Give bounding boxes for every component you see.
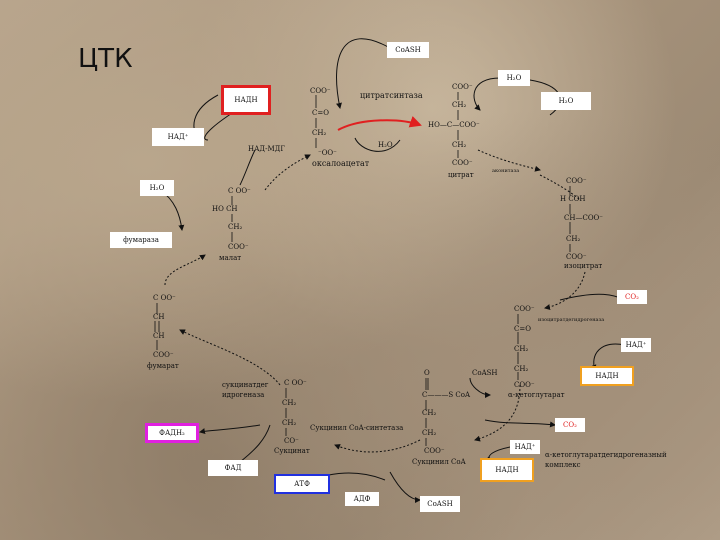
adf-box: АДФ bbox=[345, 492, 379, 506]
formula-text: COO⁻ bbox=[153, 351, 174, 359]
formula-text: COO⁻ bbox=[228, 243, 249, 251]
formula-text: HO—C—COO⁻ bbox=[428, 121, 480, 129]
formula-text: C=O bbox=[312, 109, 329, 117]
fadh2-box: ФАДН₂ bbox=[145, 423, 199, 443]
sdh-label-line1: сукцинатдег bbox=[222, 381, 269, 389]
h2o-top-right-box: H₂O bbox=[498, 70, 530, 86]
succinate-label: Сукцинат bbox=[274, 447, 310, 455]
formula-text: CH₂ bbox=[566, 235, 581, 243]
citrate-synthase-label: цитратсинтаза bbox=[360, 91, 423, 100]
formula-text: COO⁻ bbox=[452, 83, 473, 91]
co2-right-box: CO₂ bbox=[617, 290, 647, 304]
formula-text: CH₂ bbox=[422, 429, 437, 437]
nad-plus-left-box: НАД⁺ bbox=[152, 128, 204, 146]
formula-text: CH₂ bbox=[514, 345, 529, 353]
aconitase-label: аконитаза bbox=[492, 168, 520, 174]
nad-mdg-label: НАД-МДГ bbox=[248, 145, 285, 153]
malate-label: малат bbox=[219, 254, 242, 262]
coash-bottom-box: CoASH bbox=[420, 496, 460, 512]
co2-lower-box: CO₂ bbox=[555, 418, 585, 432]
oxaloacetate-label: оксалоацетат bbox=[312, 159, 370, 168]
citrate-label: цитрат bbox=[448, 171, 474, 179]
coash-mid-label: CoASH bbox=[472, 369, 498, 377]
formula-text: COO⁻ bbox=[566, 253, 587, 261]
h2o-right-box: H₂O bbox=[541, 92, 591, 110]
formula-text: O bbox=[424, 369, 430, 377]
isocitrate-dh-label: изоцитратдегидрогеназа bbox=[538, 317, 605, 323]
formula-text: COO⁻ bbox=[514, 305, 535, 313]
formula-text: C———S CoA bbox=[422, 391, 471, 399]
formula-text: CH₂ bbox=[452, 101, 467, 109]
formula-text: COO⁻ bbox=[566, 177, 587, 185]
formula-text: CH bbox=[153, 313, 165, 321]
fad-box: ФАД bbox=[208, 460, 258, 476]
formula-text: CH₂ bbox=[282, 419, 297, 427]
formula-text: CH₂ bbox=[452, 141, 467, 149]
succinyl-coa-label: Сукцинил CoA bbox=[412, 458, 466, 466]
page-title: ЦТК bbox=[78, 44, 133, 74]
alpha-kg-label: α-кетоглутарат bbox=[508, 391, 565, 399]
atf-box: АТФ bbox=[274, 474, 330, 494]
formula-text: C OO⁻ bbox=[284, 379, 307, 387]
formula-text: COO⁻ bbox=[514, 381, 535, 389]
formula-text: CH₂ bbox=[514, 365, 529, 373]
formula-text: H COH bbox=[560, 195, 586, 203]
formula-text: CH₂ bbox=[228, 223, 243, 231]
formula-text: HO CH bbox=[212, 205, 238, 213]
formula-text: CO⁻ bbox=[284, 437, 299, 445]
h2o-left-box: H₂O bbox=[140, 180, 174, 196]
formula-text: CH₂ bbox=[312, 129, 327, 137]
formula-text: CH bbox=[153, 332, 165, 340]
formula-text: C OO⁻ bbox=[153, 294, 176, 302]
fumarase-box: фумараза bbox=[110, 232, 172, 248]
formula-text: ⁻OO⁻ bbox=[318, 149, 337, 157]
formula-text: CH₂ bbox=[282, 399, 297, 407]
nad-plus-right-box: НАД⁺ bbox=[621, 338, 651, 352]
akg-complex-label-line1: α-кетоглутаратдегидрогеназный bbox=[545, 451, 667, 459]
nadh-top-box: НАДН bbox=[221, 85, 271, 115]
formula-text: CH—COO⁻ bbox=[564, 214, 603, 222]
fumarate-label: фумарат bbox=[147, 362, 179, 370]
formula-text: C OO⁻ bbox=[228, 187, 251, 195]
akg-complex-label-line2: комплекс bbox=[545, 461, 581, 469]
formula-text: C=O bbox=[514, 325, 531, 333]
succinyl-coa-synthetase-label: Сукцинил CoA-синтетаза bbox=[310, 424, 404, 432]
formula-text: COO⁻ bbox=[452, 159, 473, 167]
h2o-mid-label: H₂O bbox=[378, 141, 393, 149]
nad-plus-lower-box: НАД⁺ bbox=[510, 440, 540, 454]
formula-text: COO⁻ bbox=[310, 87, 331, 95]
formula-text: COO⁻ bbox=[424, 447, 445, 455]
nadh-right-box: НАДН bbox=[580, 366, 634, 386]
formula-text: CH₂ bbox=[422, 409, 437, 417]
sdh-label-line2: идрогеназа bbox=[222, 391, 265, 399]
isocitrate-label: изоцитрат bbox=[564, 262, 603, 270]
nadh-lower-box: НАДН bbox=[480, 458, 534, 482]
coash-top-box: CoASH bbox=[387, 42, 429, 58]
